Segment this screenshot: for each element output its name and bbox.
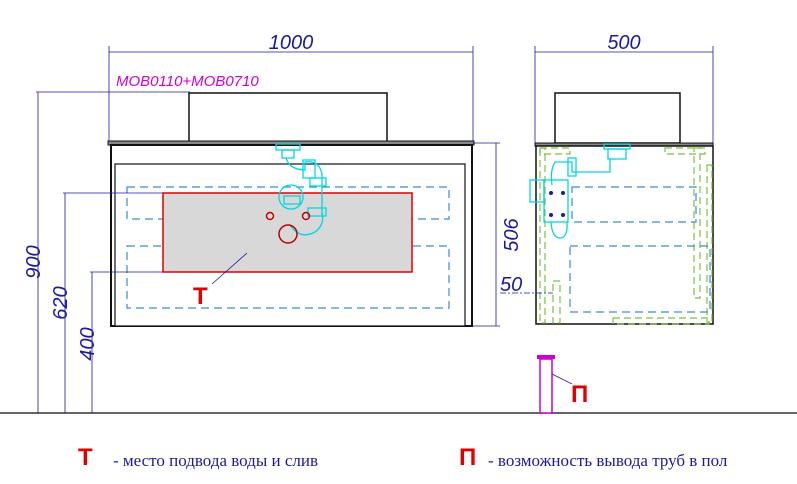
frame-hidden — [539, 147, 713, 325]
legend-text-t: - место подвода воды и слив — [113, 451, 318, 470]
offset-dimension: 50 — [500, 274, 522, 296]
legend: Т - место подвода воды и слив П - возмож… — [78, 444, 728, 471]
front-view: 1000 MOB0110+MOB0710 Т 900 — [23, 32, 523, 413]
lower-dimension: 400 — [77, 327, 99, 360]
floor-pipe — [539, 358, 553, 414]
floor-outlet-marker: П — [571, 381, 588, 408]
siphon-icon — [275, 143, 327, 236]
siphon-side-icon — [529, 143, 631, 239]
depth-dimension: 500 — [607, 32, 640, 54]
cabinet-height-dimension: 506 — [501, 217, 523, 251]
side-view: 500 50 П — [500, 32, 714, 414]
utility-zone — [162, 192, 413, 273]
washbasin — [188, 92, 388, 144]
washbasin-side — [554, 92, 681, 144]
height-dimension: 900 — [23, 245, 45, 278]
water-height-dimension: 620 — [50, 286, 72, 319]
water-supply-marker: Т — [193, 283, 208, 310]
model-label: MOB0110+MOB0710 — [116, 73, 259, 90]
legend-text-p: - возможность вывода труб в пол — [488, 451, 728, 470]
legend-marker-p: П — [459, 444, 476, 471]
cabinet-side — [535, 145, 714, 325]
legend-marker-t: Т — [78, 444, 93, 471]
width-dimension: 1000 — [269, 32, 314, 54]
floor-pipe-flange — [537, 355, 555, 359]
